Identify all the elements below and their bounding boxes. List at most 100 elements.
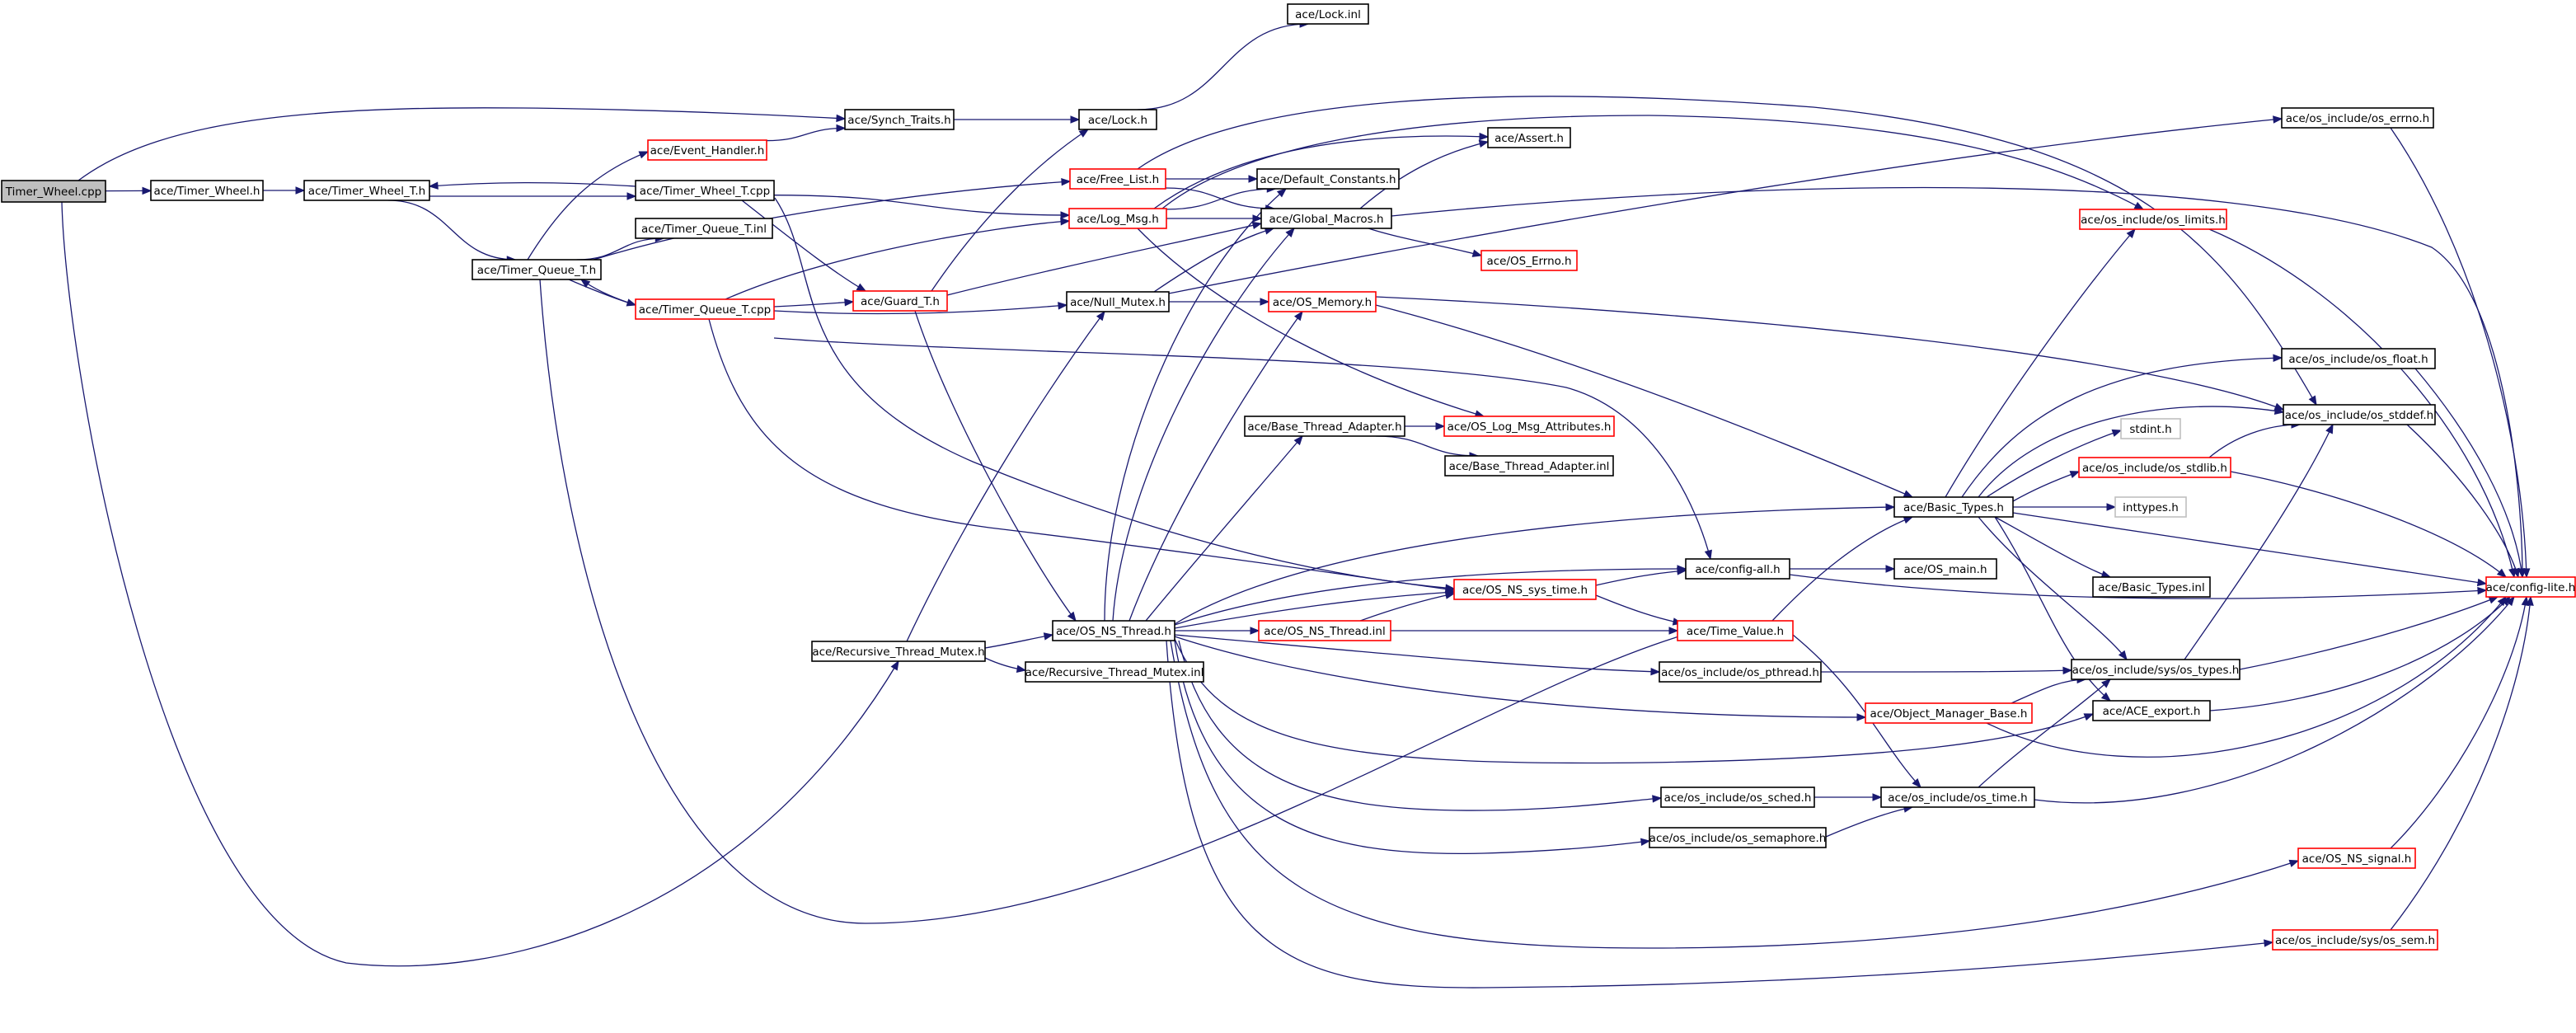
- include-edge: [1825, 805, 1914, 838]
- file-node[interactable]: ace/Null_Mutex.h: [1066, 291, 1170, 312]
- file-node-label: stdint.h: [2129, 423, 2171, 436]
- file-node-box: [1052, 620, 1175, 641]
- include-edge: [766, 124, 847, 142]
- edge-line: [1153, 228, 1274, 293]
- file-node[interactable]: ace/Timer_Queue_T.cpp: [635, 298, 775, 320]
- file-node-label: ace/os_include/os_limits.h: [2081, 214, 2226, 227]
- file-node[interactable]: ace/config-all.h: [1685, 558, 1790, 580]
- file-node[interactable]: ace/Guard_T.h: [852, 290, 948, 312]
- include-edge: [105, 186, 152, 195]
- edge-arrowhead: [844, 298, 855, 307]
- file-node[interactable]: ace/os_include/os_float.h: [2281, 348, 2436, 369]
- file-node[interactable]: ace/Basic_Types.h: [1893, 496, 2014, 518]
- file-node[interactable]: ace/Object_Manager_Base.h: [1865, 702, 2033, 724]
- include-edge: [954, 115, 1081, 124]
- edge-arrowhead: [1435, 422, 1446, 430]
- edge-line: [1174, 634, 1660, 673]
- include-edge: [1986, 595, 2507, 758]
- file-node[interactable]: ace/os_include/sys/os_types.h: [2071, 659, 2241, 680]
- include-edge: [1175, 627, 1260, 635]
- file-node[interactable]: ace/Timer_Queue_T.h: [472, 259, 602, 280]
- file-node[interactable]: ace/Timer_Wheel.h: [150, 180, 264, 201]
- file-node[interactable]: ace/Basic_Types.inl: [2092, 576, 2211, 598]
- edge-line: [1375, 296, 2284, 411]
- file-node[interactable]: ace/Synch_Traits.h: [844, 109, 955, 130]
- file-node[interactable]: ace/OS_NS_sys_time.h: [1453, 579, 1597, 600]
- include-edge: [1137, 96, 2317, 406]
- edge-line: [2184, 424, 2334, 660]
- edge-line: [1986, 430, 2122, 498]
- file-node[interactable]: ace/Timer_Wheel_T.cpp: [635, 180, 775, 201]
- file-node[interactable]: ace/Base_Thread_Adapter.h: [1244, 416, 1405, 437]
- file-node-label: ace/Assert.h: [1494, 132, 1564, 145]
- edge-line: [1137, 96, 2317, 406]
- file-node-box: [2272, 929, 2438, 951]
- include-edge: [2414, 368, 2526, 579]
- edge-line: [1789, 574, 2487, 599]
- edge-line: [1994, 516, 2111, 578]
- edge-arrowhead: [1478, 139, 1490, 148]
- include-edge: [2013, 503, 2117, 511]
- file-node[interactable]: Timer_Wheel.cpp: [1, 180, 106, 203]
- file-node[interactable]: ace/Free_List.h: [1069, 168, 1166, 190]
- file-node[interactable]: ace/OS_NS_signal.h: [2297, 848, 2416, 869]
- file-node[interactable]: ace/Log_Msg.h: [1068, 208, 1167, 229]
- file-node[interactable]: ace/os_include/os_stdlib.h: [2078, 457, 2231, 478]
- include-edge: [1169, 298, 1270, 306]
- file-node-box: [1268, 291, 1377, 312]
- edge-line: [1166, 640, 2273, 988]
- file-node[interactable]: ace/Base_Thread_Adapter.inl: [1444, 455, 1614, 477]
- file-node[interactable]: ace/OS_Log_Msg_Attributes.h: [1443, 416, 1615, 437]
- include-edge: [773, 298, 855, 308]
- file-node[interactable]: ace/Default_Constants.h: [1256, 168, 1400, 190]
- file-node[interactable]: ace/Global_Macros.h: [1260, 208, 1392, 229]
- file-node[interactable]: ace/os_include/os_limits.h: [2079, 209, 2227, 230]
- file-node[interactable]: ace/config-lite.h: [2485, 576, 2576, 598]
- file-node[interactable]: ace/os_include/sys/os_sem.h: [2272, 929, 2438, 951]
- file-node[interactable]: ace/OS_Errno.h: [1480, 250, 1578, 271]
- edge-arrowhead: [1885, 565, 1896, 573]
- file-node[interactable]: ace/Recursive_Thread_Mutex.h: [811, 641, 986, 662]
- file-node[interactable]: ace/OS_main.h: [1893, 558, 1997, 580]
- edge-line: [2406, 424, 2519, 578]
- include-edge: [1961, 354, 2283, 498]
- file-node[interactable]: ace/Assert.h: [1487, 127, 1571, 148]
- file-node[interactable]: ace/Lock.inl: [1287, 3, 1369, 25]
- edge-arrowhead: [2106, 503, 2117, 511]
- file-node[interactable]: ace/os_include/os_pthread.h: [1659, 661, 1822, 683]
- file-node[interactable]: ace/os_include/os_semaphore.h: [1649, 827, 1827, 848]
- file-node-box: [1453, 579, 1597, 600]
- file-node[interactable]: ace/Lock.h: [1078, 109, 1157, 130]
- file-node[interactable]: ace/Event_Handler.h: [647, 139, 767, 161]
- file-node[interactable]: ace/Timer_Wheel_T.h: [303, 180, 430, 201]
- edge-arrowhead: [1912, 778, 1921, 788]
- edge-line: [1771, 516, 1913, 622]
- file-node[interactable]: ace/OS_NS_Thread.inl: [1258, 620, 1391, 641]
- file-node[interactable]: ace/OS_Memory.h: [1268, 291, 1377, 312]
- file-node[interactable]: ace/OS_NS_Thread.h: [1052, 620, 1175, 641]
- file-node-box: [2079, 209, 2227, 230]
- edge-arrowhead: [2118, 650, 2128, 661]
- file-node[interactable]: ace/os_include/os_stddef.h: [2283, 404, 2436, 425]
- edge-arrowhead: [2264, 939, 2274, 947]
- file-node[interactable]: ace/ACE_export.h: [2092, 700, 2211, 721]
- edge-line: [77, 107, 846, 181]
- file-node[interactable]: ace/Recursive_Thread_Mutex.inl: [1025, 661, 1204, 683]
- file-node[interactable]: ace/os_include/os_time.h: [1880, 786, 2035, 808]
- edge-arrowhead: [142, 186, 152, 195]
- edge-line: [774, 197, 1455, 589]
- edge-arrowhead: [1704, 549, 1712, 561]
- include-edge: [1128, 310, 1303, 622]
- file-node-label: ace/Log_Msg.h: [1077, 213, 1159, 226]
- edge-arrowhead: [2508, 567, 2517, 579]
- include-edge: [984, 632, 1054, 649]
- file-node[interactable]: ace/Time_Value.h: [1677, 620, 1794, 641]
- file-node[interactable]: ace/os_include/os_errno.h: [2281, 107, 2434, 129]
- file-node-box: [2297, 848, 2416, 869]
- file-node-label: ace/config-all.h: [1695, 563, 1780, 576]
- file-node[interactable]: ace/Timer_Queue_T.inl: [635, 218, 773, 239]
- file-node-box: [1649, 827, 1827, 848]
- file-node[interactable]: ace/os_include/os_sched.h: [1660, 786, 1815, 808]
- edge-line: [1112, 228, 1295, 622]
- include-edge: [1145, 434, 1303, 622]
